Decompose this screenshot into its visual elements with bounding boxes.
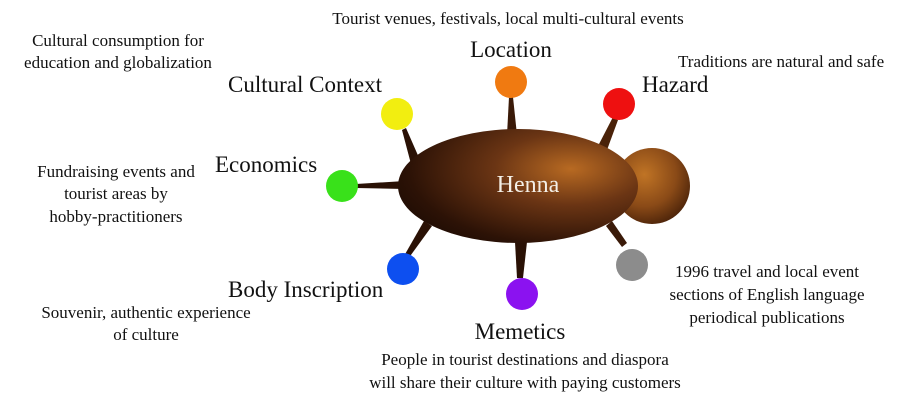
node-hazard-dot: [603, 88, 635, 120]
henna-torso: [398, 129, 638, 243]
connector-body-inscription: [404, 221, 432, 259]
node-economics-label: Economics: [215, 152, 317, 177]
node-body-inscription-label: Body Inscription: [228, 277, 384, 302]
node-memetics: Memetics People in tourist destinations …: [369, 278, 681, 392]
node-location-label: Location: [470, 37, 552, 62]
node-economics-desc-line-3: hobby-practitioners: [49, 207, 182, 226]
node-economics-desc-line-2: tourist areas by: [64, 184, 168, 203]
node-memetics-desc-line-2: will share their culture with paying cus…: [369, 373, 681, 392]
node-memetics-dot: [506, 278, 538, 310]
connector-economics: [356, 181, 405, 189]
connector-memetics: [515, 242, 527, 278]
node-cultural-context-dot: [381, 98, 413, 130]
node-hazard: Hazard Traditions are natural and safe: [603, 52, 884, 120]
node-location-dot: [495, 66, 527, 98]
henna-body: Henna: [398, 129, 690, 243]
node-publications-desc-line-1: 1996 travel and local event: [675, 262, 859, 281]
node-economics-desc-line-1: Fundraising events and: [37, 162, 195, 181]
connector-hazard: [598, 117, 618, 150]
henna-head: [614, 148, 690, 224]
node-location-desc-line-1: Tourist venues, festivals, local multi-c…: [332, 9, 683, 28]
node-hazard-label: Hazard: [642, 72, 709, 97]
node-cultural-context-label: Cultural Context: [228, 72, 383, 97]
node-body-inscription-dot: [387, 253, 419, 285]
center-label: Henna: [497, 172, 560, 198]
node-publications-desc-line-2: sections of English language: [670, 285, 865, 304]
node-memetics-desc-line-1: People in tourist destinations and diasp…: [381, 350, 669, 369]
node-economics: Economics Fundraising events and tourist…: [37, 152, 358, 226]
node-publications-desc-line-3: periodical publications: [689, 308, 844, 327]
node-memetics-label: Memetics: [475, 319, 566, 344]
connector-location: [507, 97, 517, 135]
node-body-inscription-desc-line-1: Souvenir, authentic experience: [41, 303, 250, 322]
node-cultural-context-desc-line-2: education and globalization: [24, 53, 212, 72]
node-cultural-context-desc-line-1: Cultural consumption for: [32, 31, 204, 50]
node-location: Location Tourist venues, festivals, loca…: [332, 9, 684, 98]
node-hazard-desc-line-1: Traditions are natural and safe: [678, 52, 884, 71]
node-body-inscription-desc-line-2: of culture: [113, 325, 179, 344]
node-cultural-context: Cultural Context Cultural consumption fo…: [24, 31, 413, 130]
connector-publications: [606, 221, 627, 247]
node-publications-dot: [616, 249, 648, 281]
node-body-inscription: Body Inscription Souvenir, authentic exp…: [41, 253, 419, 344]
node-economics-dot: [326, 170, 358, 202]
connector-cultural-context: [402, 128, 420, 164]
connectors: [356, 97, 627, 278]
node-publications: 1996 travel and local event sections of …: [616, 249, 865, 327]
